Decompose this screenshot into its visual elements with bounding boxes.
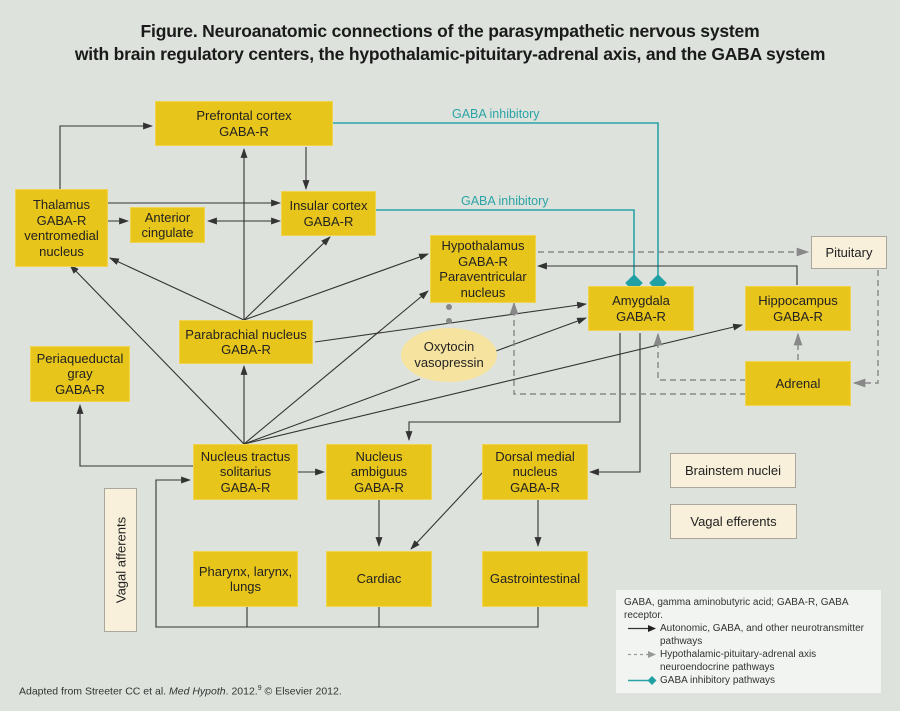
figure-title: Figure. Neuroanatomic connections of the… xyxy=(0,20,900,66)
legend-abbreviations: GABA, gamma aminobutyric acid; GABA-R, G… xyxy=(624,597,848,621)
gaba-line-prefrontal-amygdala xyxy=(333,122,667,292)
legend: GABA, gamma aminobutyric acid; GABA-R, G… xyxy=(616,590,881,693)
edge-oxytocin-amygdala xyxy=(495,317,587,352)
title-line-2: with brain regulatory centers, the hypot… xyxy=(74,44,826,64)
node-insular-cortex[interactable]: Insular cortex GABA-R xyxy=(281,191,376,236)
dashed-pituitary-adrenal xyxy=(852,270,879,388)
node-anterior-cingulate[interactable]: Anterior cingulate xyxy=(130,207,205,243)
edge-nts-thalamus xyxy=(69,264,245,445)
edge-thalamus-prefrontal xyxy=(59,122,153,190)
node-hypothalamus[interactable]: Hypothalamus GABA-R Paraventricular nucl… xyxy=(430,235,536,303)
edge-nts-oxytocin xyxy=(243,378,421,445)
key-vagal-efferents: Vagal efferents xyxy=(670,504,797,539)
edge-parabrachial-insular xyxy=(243,236,331,321)
key-brainstem-nuclei: Brainstem nuclei xyxy=(670,453,796,488)
legend-item-inhibitory: GABA inhibitory pathways xyxy=(624,674,873,687)
title-line-1: Figure. Neuroanatomic connections of the… xyxy=(140,21,760,41)
legend-item-dashed: Hypothalamic-pituitary-adrenal axis neur… xyxy=(624,648,873,674)
node-cardiac[interactable]: Cardiac xyxy=(326,551,432,607)
edge-parabrachial-hypothalamus xyxy=(243,253,429,321)
dashed-adrenal-amygdala xyxy=(653,332,746,381)
gaba-inhibitory-label-mid: GABA inhibitory xyxy=(461,194,549,208)
legend-item-solid: Autonomic, GABA, and other neurotransmit… xyxy=(624,622,873,648)
node-periaqueductal-gray[interactable]: Periaqueductal gray GABA-R xyxy=(30,346,130,402)
edge-parabrachial-thalamus xyxy=(109,257,245,321)
edge-amygdala-dorsal xyxy=(589,333,641,476)
node-dorsal-medial-nucleus[interactable]: Dorsal medial nucleus GABA-R xyxy=(482,444,588,500)
edge-nts-periaqueductal xyxy=(76,404,193,467)
node-nucleus-tractus-solitarius[interactable]: Nucleus tractus solitarius GABA-R xyxy=(193,444,298,500)
node-parabrachial-nucleus[interactable]: Parabrachial nucleus GABA-R xyxy=(179,320,313,364)
edge-vagal-afferent-loop xyxy=(155,476,248,628)
node-hippocampus[interactable]: Hippocampus GABA-R xyxy=(745,286,851,331)
node-adrenal[interactable]: Adrenal xyxy=(745,361,851,406)
dashed-adrenal-hypothalamus xyxy=(509,301,746,395)
edge-hippocampus-hypothalamus xyxy=(537,262,798,285)
edge-nts-hippocampus xyxy=(243,323,743,445)
edge-nts-hypothalamus xyxy=(243,290,429,445)
edge-amygdala-ambiguus xyxy=(405,333,621,441)
node-pharynx-larynx-lungs[interactable]: Pharynx, larynx, lungs xyxy=(193,551,298,607)
node-amygdala[interactable]: Amygdala GABA-R xyxy=(588,286,694,331)
diamond-line-icon xyxy=(624,674,660,687)
node-nucleus-ambiguus[interactable]: Nucleus ambiguus GABA-R xyxy=(326,444,432,500)
dashed-arrow-icon xyxy=(624,648,660,661)
edge-dorsal-cardiac xyxy=(410,471,484,550)
node-vagal-afferents[interactable]: Vagal afferents xyxy=(104,488,137,632)
gaba-inhibitory-label-top: GABA inhibitory xyxy=(452,107,540,121)
node-gastrointestinal[interactable]: Gastrointestinal xyxy=(482,551,588,607)
source-credit: Adapted from Streeter CC et al. Med Hypo… xyxy=(19,685,342,698)
node-thalamus[interactable]: Thalamus GABA-R ventromedial nucleus xyxy=(15,189,108,267)
edge-gi-loop xyxy=(247,606,539,628)
gaba-line-insular-amygdala xyxy=(376,209,643,292)
node-pituitary[interactable]: Pituitary xyxy=(811,236,887,269)
solid-arrow-icon xyxy=(624,622,660,635)
node-prefrontal-cortex[interactable]: Prefrontal cortex GABA-R xyxy=(155,101,333,146)
node-oxytocin-vasopressin[interactable]: Oxytocin vasopressin xyxy=(401,328,497,382)
